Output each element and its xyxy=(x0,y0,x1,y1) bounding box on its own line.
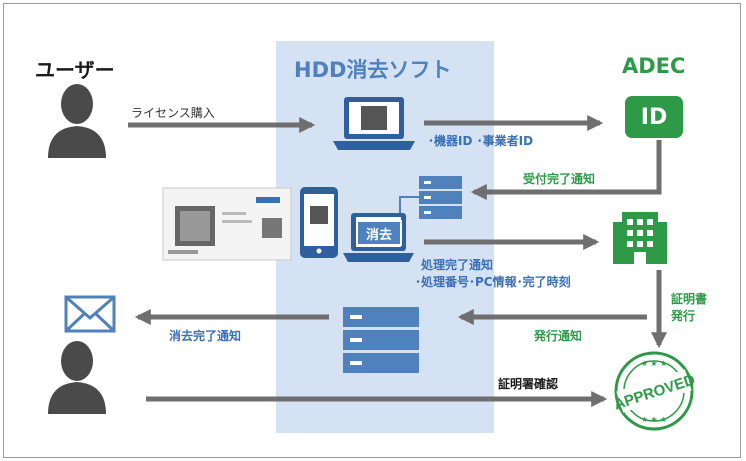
label-certificate-issue-2: 発行 xyxy=(671,309,696,323)
label-device-business-id: ･機器ID ･事業者ID xyxy=(428,134,534,148)
label-certificate-issue-1: 証明書 xyxy=(671,292,708,306)
arrow-receipt-notice xyxy=(470,140,662,201)
approved-stamp-icon: APPROVED ★ ★ ★ ★ ★ ★ xyxy=(612,351,697,431)
id-badge: ID xyxy=(625,96,683,138)
label-receipt-notice: 受付完了通知 xyxy=(523,172,596,186)
erase-badge: 消去 xyxy=(356,220,402,246)
tablet-icon xyxy=(300,187,338,258)
label-erase-done-notice: 消去完了通知 xyxy=(169,329,242,343)
svg-text:★ ★ ★: ★ ★ ★ xyxy=(641,415,668,424)
label-certificate-confirm: 証明署確認 xyxy=(498,377,559,391)
server-icon xyxy=(419,176,462,219)
header-software: HDD消去ソフト xyxy=(294,58,452,82)
user-icon xyxy=(48,341,106,414)
building-icon xyxy=(613,212,667,264)
label-processing-done: 処理完了通知 xyxy=(421,258,494,272)
user-icon xyxy=(48,84,106,158)
label-license-purchase: ライセンス購入 xyxy=(131,106,215,120)
label-issue-notice: 発行通知 xyxy=(534,329,583,343)
mail-icon xyxy=(64,295,116,333)
connector-line xyxy=(399,196,419,213)
svg-text:★ ★ ★: ★ ★ ★ xyxy=(641,359,668,368)
label-processing-details: ･処理番号･PC情報･完了時刻 xyxy=(415,275,571,289)
diagram-frame xyxy=(3,3,741,458)
license-card-icon xyxy=(162,187,292,261)
laptop-icon xyxy=(333,97,415,150)
header-user: ユーザー xyxy=(35,58,115,82)
header-adec: ADEC xyxy=(622,54,686,78)
server-icon xyxy=(343,307,419,373)
